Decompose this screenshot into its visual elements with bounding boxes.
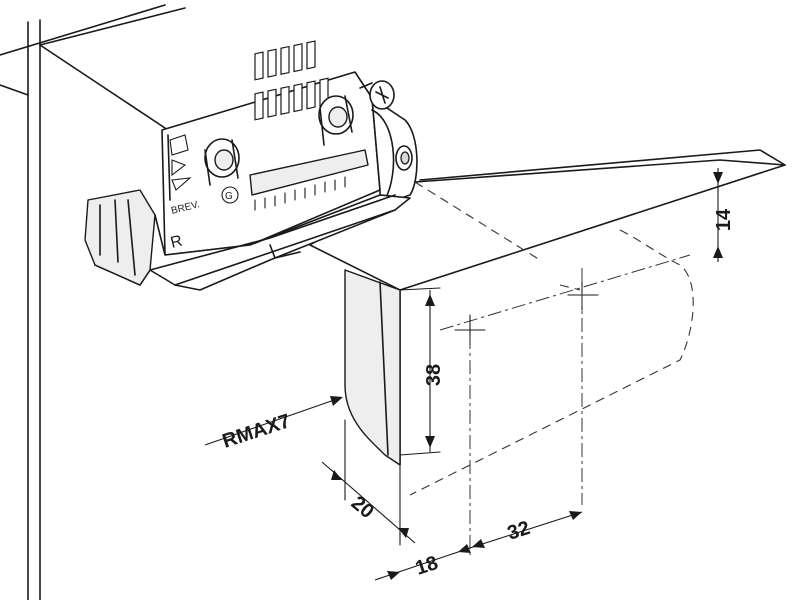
- screw-boss-right: [318, 95, 354, 146]
- dimension-14: 14: [713, 168, 735, 262]
- slot: [306, 40, 316, 70]
- corner-triangle-mid: [171, 159, 187, 177]
- dim-18-arrow-left: [387, 571, 400, 580]
- screw-boss-left: [204, 138, 240, 186]
- board-side-inner-line: [379, 281, 389, 456]
- panel-back-top-edge: [0, 4, 166, 56]
- rail-lower-line: [174, 209, 396, 286]
- cg-letters: G: [225, 191, 233, 202]
- radius-leader: [204, 397, 341, 446]
- rail-notch: [269, 244, 301, 259]
- slot: [267, 48, 277, 78]
- boss-walls: [319, 95, 353, 146]
- boss-hole: [214, 149, 234, 171]
- panel-top-depth-edge: [39, 44, 166, 129]
- side-screw-hole: [400, 151, 410, 165]
- cg-circle: [221, 186, 239, 204]
- slot: [280, 85, 290, 115]
- slot: [254, 51, 264, 81]
- dim-14-label: 14: [713, 208, 735, 231]
- screw-slot: [375, 86, 389, 104]
- board-side-face: [344, 269, 401, 466]
- housing-left-cap: [84, 189, 156, 286]
- dimension-38: 38: [399, 287, 445, 456]
- boss-hole: [328, 106, 348, 128]
- dim-32-line: [469, 511, 583, 549]
- hidden-top-diag: [414, 181, 541, 261]
- dim-20-label: 20: [347, 492, 378, 523]
- housing-cross-bar: [249, 149, 369, 196]
- dim-32-arrow-left: [472, 539, 485, 548]
- housing-shell-curve: [371, 109, 395, 201]
- centre-line-main: [439, 254, 691, 331]
- dim-14-arrow-top: [713, 172, 723, 184]
- slot: [254, 91, 264, 121]
- dim-14-arrow-bottom: [713, 246, 723, 258]
- hidden-outline: [409, 181, 694, 496]
- screw-shaft: [359, 82, 373, 89]
- cabinet-panel: [0, 4, 786, 600]
- slot: [293, 83, 303, 113]
- drawer-bottom-board: [309, 159, 786, 466]
- housing-slots: [254, 40, 329, 121]
- dim-18-label: 18: [413, 552, 441, 580]
- dimension-18: 18: [374, 544, 471, 581]
- panel-rear-top-edge: [419, 149, 786, 181]
- slot: [293, 43, 303, 73]
- dim-38-label: 38: [423, 364, 445, 386]
- clip-housing: G BREV. R: [84, 40, 418, 291]
- dim-32-label: 32: [505, 517, 533, 545]
- dim-38-ext-bottom: [399, 451, 441, 456]
- cg-mark-icon: G: [221, 186, 239, 204]
- radius-label: RMAX7: [220, 410, 293, 453]
- radius-arrow: [330, 396, 343, 406]
- panel-top-edge: [39, 7, 186, 46]
- dim-38-ext-top: [399, 287, 441, 291]
- dim-32-arrow-right: [569, 511, 582, 520]
- left-cap-ribs: [99, 199, 136, 276]
- dim-20-arrow-right: [398, 528, 409, 538]
- dim-38-arrow-top: [425, 294, 435, 306]
- centre-marks: [439, 254, 691, 555]
- corner-triangle-top: [169, 134, 189, 156]
- rail-mid-line: [149, 194, 396, 271]
- side-mark-label: R: [169, 233, 184, 252]
- panel-left-short-edge: [0, 84, 29, 96]
- side-screw-icon: [395, 145, 413, 171]
- dimension-radius: RMAX7: [204, 396, 343, 453]
- adjustment-screw-icon: [359, 80, 395, 110]
- corner-triangle-low: [171, 177, 192, 191]
- boss-walls: [204, 139, 239, 186]
- hidden-small: [559, 284, 581, 291]
- centre-cross-rear: [567, 281, 599, 311]
- slot: [306, 80, 316, 110]
- slot: [267, 88, 277, 118]
- housing-teeth: [254, 176, 346, 211]
- dim-18-arrow-right: [458, 544, 471, 553]
- dim-38-arrow-bottom: [425, 436, 435, 448]
- slot: [280, 45, 290, 75]
- dimension-32: 32: [469, 511, 583, 549]
- housing-left-edge: [167, 134, 171, 201]
- dim-20-arrow-left: [331, 470, 342, 480]
